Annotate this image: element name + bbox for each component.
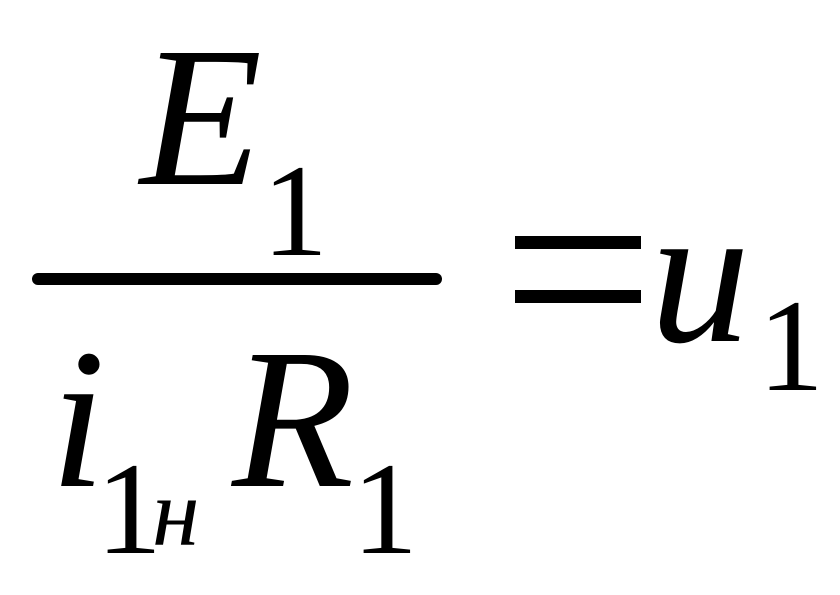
numerator-subscript: 1: [262, 137, 328, 284]
rhs-symbol: u: [650, 164, 750, 385]
rhs-subscript: 1: [758, 272, 824, 419]
equals-sign-bottom-bar: [515, 290, 641, 303]
equals-sign-top-bar: [515, 236, 641, 249]
denominator-current-subsubscript: н: [152, 459, 200, 566]
denominator-current-symbol: i: [50, 309, 106, 530]
fraction-bar: [32, 273, 442, 285]
denominator-current-subscript: 1: [96, 435, 162, 582]
denominator-resistance-symbol: R: [232, 309, 355, 530]
numerator-symbol: E: [140, 7, 263, 228]
denominator-resistance-subscript: 1: [352, 435, 418, 582]
